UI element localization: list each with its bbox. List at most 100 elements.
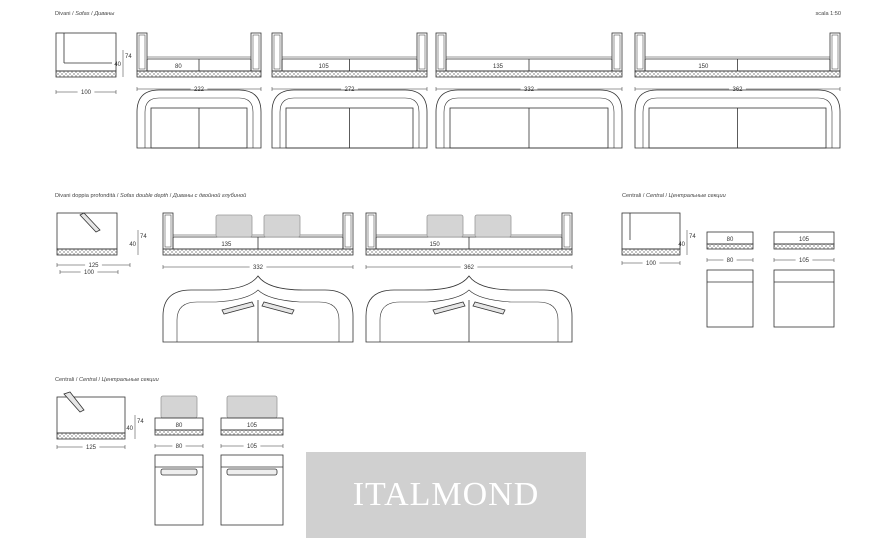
- central-b-height-dim-total-label: 74: [137, 419, 144, 425]
- sofa-4-plan-inner-frame: [642, 97, 833, 148]
- double-1-plan-backrest-right: [261, 301, 295, 315]
- sofa-1-front-arm-right: [250, 32, 262, 72]
- title-it: Divani doppia profondità: [55, 193, 116, 199]
- sofa-3-front-arm-right: [611, 32, 623, 72]
- section-title-sofas: Divani / Sofas / Диваны: [55, 11, 115, 17]
- sofa-3-front-arm-left-inner: [437, 34, 445, 70]
- sofa-3-front-base: [435, 70, 623, 78]
- double-1-front-base: [162, 248, 354, 256]
- sofa-1-plan-outline: [136, 89, 262, 149]
- sofa-1-front-arm-left-inner: [138, 34, 146, 70]
- central-a-1-base: [706, 243, 754, 250]
- double-2-plan-backrest-right: [472, 301, 506, 315]
- central-a-side-base: [621, 248, 681, 256]
- double-1-front-arm-right-inner: [344, 214, 352, 248]
- double-2-front-seat-label: 150: [430, 242, 441, 248]
- double-height-dim-seat-label: 40: [129, 242, 136, 248]
- sofa-3-front-seat-label: 135: [493, 64, 504, 70]
- sofa-2-front-arm-left: [271, 32, 283, 72]
- sofa-1-front-arm-right-inner: [252, 34, 260, 70]
- double-2-front-arm-left: [365, 212, 377, 250]
- title-ru: Диваны: [94, 11, 115, 17]
- sofa-side-profile-body: [55, 32, 117, 72]
- central-b-2-back-cushion: [226, 395, 278, 419]
- central-a-1-seat-label: 80: [727, 237, 734, 243]
- double-2-front-arm-right: [561, 212, 573, 250]
- double-2-plan-backrest-left: [432, 301, 466, 315]
- sofa-height-dim-total-label: 74: [125, 54, 132, 60]
- title-it: Centrali: [55, 377, 75, 383]
- central-a-1-plan: [706, 269, 754, 328]
- title-ru: Центральные секции: [101, 377, 159, 383]
- sofa-2-front-base: [271, 70, 428, 78]
- central-a-1-width-dim-label: 80: [727, 258, 734, 264]
- double-2-plan-outline: [365, 275, 573, 343]
- title-it: Divani: [55, 11, 71, 17]
- double-1-front-arm-right: [342, 212, 354, 250]
- double-2-front-width-dim-label: 362: [464, 265, 475, 271]
- sofa-2-front-arm-right-inner: [418, 34, 426, 70]
- sofa-4-front-base: [634, 70, 841, 78]
- central-b-1-width-dim-label: 80: [176, 444, 183, 450]
- section-title-central-a: Centrali / Central / Центральные секции: [622, 193, 726, 199]
- title-en: Sofas: [75, 11, 90, 17]
- double-1-plan-backrest-left: [221, 301, 255, 315]
- sofa-4-plan-outline: [634, 89, 841, 149]
- sofa-height-dim-seat-label: 40: [114, 62, 121, 68]
- central-b-side-base: [56, 432, 126, 440]
- sofa-1-plan-inner-frame: [144, 97, 254, 148]
- sofa-side-profile-depth-dim-label: 100: [81, 90, 92, 96]
- central-b-2-plan-cushion: [226, 468, 278, 476]
- central-b-2-base: [220, 429, 284, 436]
- sofa-4-front-seat-label: 150: [698, 64, 709, 70]
- double-1-plan-outline: [162, 275, 354, 343]
- sofa-3-plan-outline: [435, 89, 623, 149]
- title-en: Central: [645, 193, 664, 199]
- sofa-2-plan-outline: [271, 89, 428, 149]
- double-1-front-width-dim-label: 332: [253, 265, 264, 271]
- title-en: Sofas double depth: [120, 193, 169, 199]
- sofa-3-front-arm-right-inner: [613, 34, 621, 70]
- central-a-height-dim-total-label: 74: [689, 234, 696, 240]
- central-a-2-plan: [773, 269, 835, 328]
- section-title-central-b: Centrali / Central / Центральные секции: [55, 377, 159, 383]
- double-depth-outer-dim-label: 125: [88, 263, 99, 269]
- double-2-front-cushion-right: [474, 214, 512, 238]
- title-ru: Диваны с двойной глубиной: [172, 193, 247, 199]
- central-b-side-backrest: [63, 391, 85, 413]
- double-1-front-cushion-left: [215, 214, 253, 238]
- central-a-2-width-dim-label: 105: [799, 258, 810, 264]
- central-a-depth-dim-label: 100: [646, 261, 657, 267]
- title-it: Centrali: [622, 193, 642, 199]
- central-b-height-dim-seat-label: 40: [126, 426, 133, 432]
- watermark-logo: ITALMOND: [306, 452, 586, 538]
- sofa-1-front-seat-label: 80: [175, 64, 182, 70]
- double-1-front-cushion-right: [263, 214, 301, 238]
- sofa-4-front-arm-right-inner: [831, 34, 839, 70]
- sofa-4-front-arm-left-inner: [636, 34, 644, 70]
- sofa-1-front-arm-left: [136, 32, 148, 72]
- sofa-2-plan-inner-frame: [279, 97, 420, 148]
- sofa-3-front-arm-left: [435, 32, 447, 72]
- double-2-front-cushion-left: [426, 214, 464, 238]
- central-b-1-back-cushion: [160, 395, 198, 419]
- central-b-side-body: [56, 396, 126, 434]
- central-b-1-plan-cushion: [160, 468, 198, 476]
- sofa-2-front-seat-label: 105: [319, 64, 330, 70]
- double-side-backrest: [79, 212, 101, 233]
- double-2-front-arm-left-inner: [367, 214, 375, 248]
- double-1-front-arm-left: [162, 212, 174, 250]
- double-side-base: [56, 248, 118, 256]
- sofa-1-front-base: [136, 70, 262, 78]
- double-height-dim-total-label: 74: [140, 234, 147, 240]
- central-b-2-width-dim-label: 105: [247, 444, 258, 450]
- section-title-double: Divani doppia profondità / Sofas double …: [55, 193, 247, 199]
- sofa-4-front-arm-right: [829, 32, 841, 72]
- central-a-side-body: [621, 212, 681, 250]
- double-2-front-arm-right-inner: [563, 214, 571, 248]
- sofa-3-plan-inner-frame: [443, 97, 615, 148]
- central-b-2-plan: [220, 454, 284, 526]
- central-a-2-base: [773, 243, 835, 250]
